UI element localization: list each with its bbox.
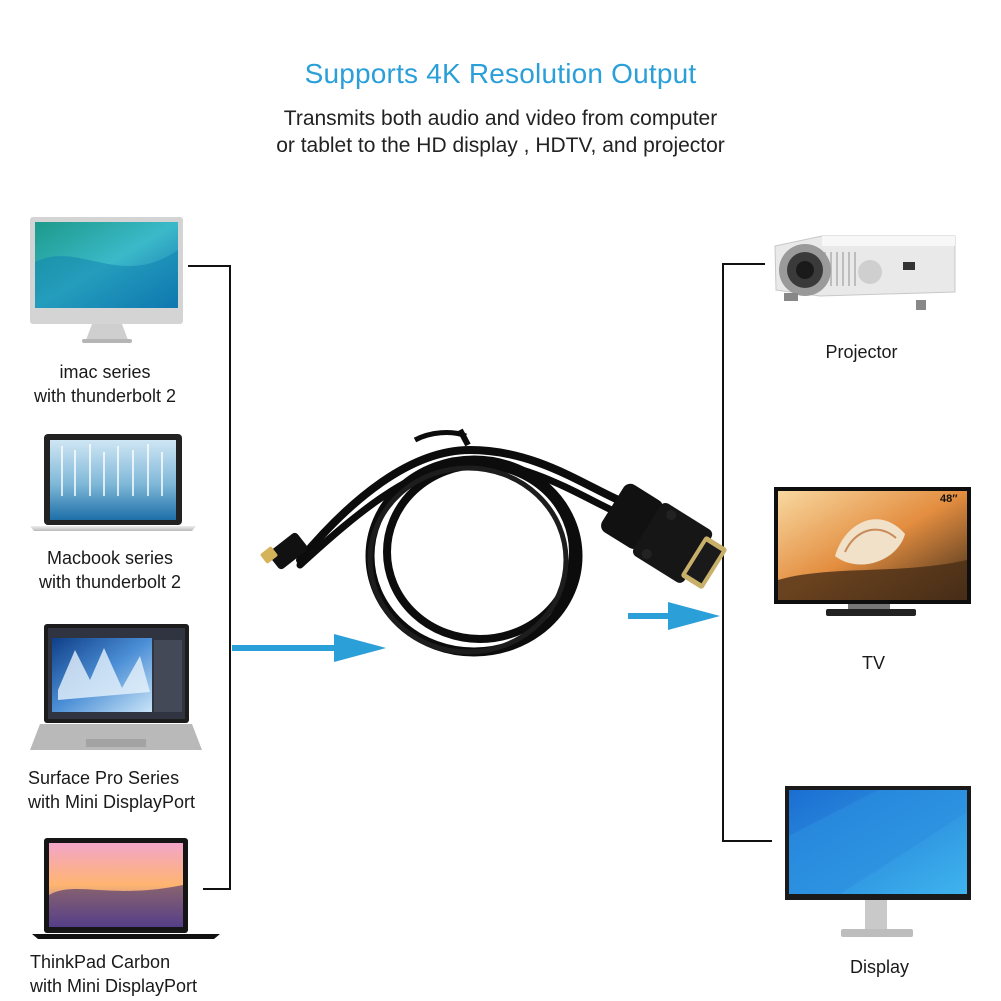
output-label-display: Display (849, 957, 910, 977)
surface-pro-icon (30, 624, 202, 750)
subtitle-line-1: Transmits both audio and video from comp… (283, 107, 718, 130)
output-label-projector: Projector (825, 342, 898, 362)
macbook-icon (30, 434, 196, 531)
source-label-line: Surface Pro Series (28, 768, 180, 788)
source-label-macbook: Macbook series with thunderbolt 2 (0, 546, 220, 594)
tv-size-badge: 48″ (940, 493, 958, 505)
micro-hdmi-to-dvi-cable-icon (260, 428, 727, 657)
output-label-tv: TV (861, 653, 885, 673)
source-label-thinkpad: ThinkPad Carbon with Mini DisplayPort (30, 950, 197, 998)
source-label-line: Macbook series (46, 548, 174, 568)
output-arrow-icon (628, 602, 720, 630)
monitor-icon (785, 786, 971, 937)
source-label-line: with thunderbolt 2 (33, 386, 177, 406)
source-label-surface: Surface Pro Series with Mini DisplayPort (28, 766, 195, 814)
projector-icon (774, 235, 956, 310)
source-label-imac: imac series with thunderbolt 2 (0, 360, 210, 408)
source-label-line: imac series (59, 362, 151, 382)
tv-icon (774, 487, 971, 616)
source-label-line: ThinkPad Carbon (30, 952, 171, 972)
source-label-line: with thunderbolt 2 (38, 572, 182, 592)
input-arrow-icon (232, 634, 386, 662)
source-bracket-lines (188, 265, 231, 890)
subtitle-line-2: or tablet to the HD display , HDTV, and … (276, 134, 725, 157)
source-label-line: with Mini DisplayPort (30, 976, 198, 996)
thinkpad-icon (32, 838, 220, 939)
imac-icon (30, 217, 183, 343)
page-title: Supports 4K Resolution Output (304, 58, 697, 89)
source-label-line: with Mini DisplayPort (28, 792, 196, 812)
